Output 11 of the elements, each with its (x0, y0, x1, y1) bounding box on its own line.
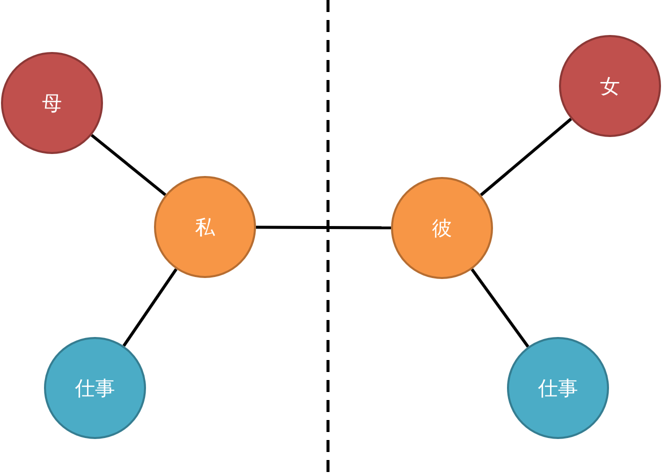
connector-line (480, 118, 572, 196)
node-label: 女 (600, 72, 620, 100)
connector-line (470, 268, 530, 348)
connector-line (122, 268, 178, 347)
node-label: 母 (42, 90, 62, 116)
connector-line (90, 134, 166, 196)
node-label: 私 (195, 214, 215, 240)
node-label: 彼 (432, 214, 452, 242)
node-label: 仕事 (538, 374, 578, 402)
node-label: 仕事 (75, 374, 115, 402)
connector-line (256, 226, 391, 230)
